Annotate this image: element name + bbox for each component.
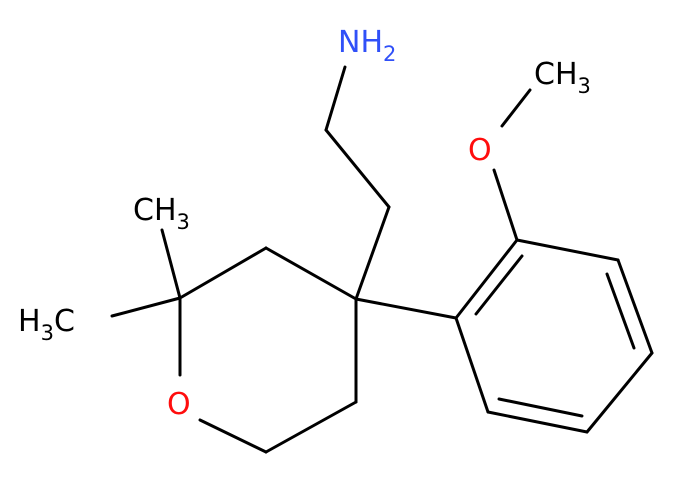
bond-benzene-3-inner — [605, 272, 636, 350]
bond-benzene-5-inner — [497, 397, 584, 418]
bond-benzene-1 — [454, 238, 519, 320]
bond-aryl-oxygen — [492, 168, 519, 242]
bond-benzene-2 — [515, 238, 620, 262]
amine-label: NH2 — [338, 25, 396, 66]
ring-oxygen-label: O — [167, 387, 191, 422]
methyl-left-label: H3C — [18, 304, 75, 345]
bond-ring-5 — [264, 400, 358, 454]
bond-c-n — [324, 65, 347, 132]
methoxy-oxygen-label: O — [468, 133, 492, 168]
bond-benzene-3 — [616, 258, 654, 355]
bond-benzene-1-inner — [474, 254, 524, 316]
bond-ring-2 — [178, 246, 268, 300]
bond-aryl — [354, 297, 458, 320]
bond-ring-1 — [264, 246, 358, 301]
bond-benzene-4 — [585, 351, 654, 434]
bond-methyl-left — [110, 296, 182, 318]
methoxy-methyl-label: CH3 — [534, 57, 591, 98]
bond-methyl-top — [160, 228, 182, 300]
methyl-top-label: CH3 — [133, 193, 190, 234]
bond-chain-2 — [324, 128, 391, 209]
bond-benzene-6 — [454, 316, 490, 414]
bond-benzene-5 — [486, 410, 589, 434]
bond-chain-1 — [354, 205, 391, 301]
bond-oxygen-methyl — [500, 88, 532, 128]
bond-ring-4 — [198, 418, 268, 454]
